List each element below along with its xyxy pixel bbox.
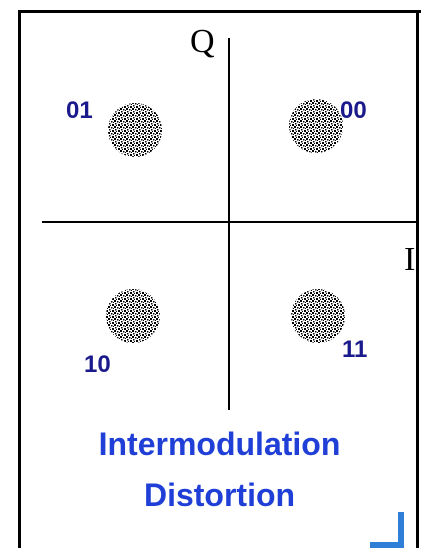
i-axis-label: I <box>404 241 415 278</box>
symbol-label-10: 10 <box>84 351 111 378</box>
symbol-label-00: 00 <box>340 97 367 124</box>
symbol-cloud-01 <box>108 103 162 157</box>
symbol-cloud-00 <box>289 99 343 153</box>
symbol-label-01: 01 <box>66 97 93 124</box>
symbol-cloud-10 <box>106 289 160 343</box>
diagram-frame <box>18 10 421 548</box>
symbol-label-11: 11 <box>342 336 367 363</box>
symbol-cloud-11 <box>291 289 345 343</box>
caption-line-2: Distortion <box>143 477 296 513</box>
diagram-frame-right-edge <box>416 10 419 548</box>
corner-logo-fragment <box>370 512 404 548</box>
q-axis-label: Q <box>190 23 215 60</box>
caption-line-1: Intermodulation <box>98 426 341 462</box>
